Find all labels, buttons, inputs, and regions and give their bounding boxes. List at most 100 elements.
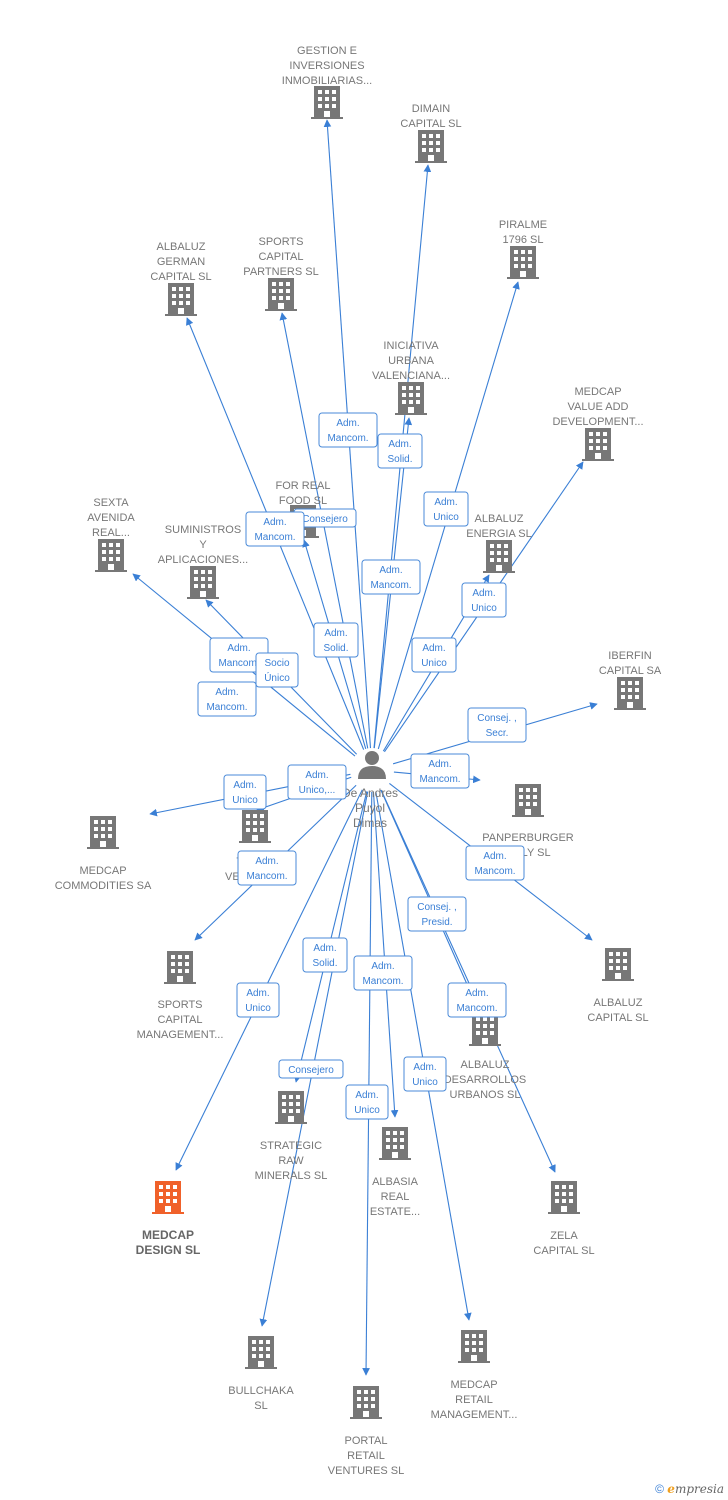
building-icon [239,810,271,843]
role-box [407,896,467,932]
company-label: 1796 SL [503,234,544,246]
role-label: Adm.Mancom. [245,511,305,547]
role-text: Consejero [288,1065,334,1076]
company-label: MANAGEMENT... [431,1409,518,1421]
role-box [423,491,469,527]
role-box [223,774,267,810]
role-text: Adm. [255,856,278,867]
role-text: Mancom. [370,580,411,591]
company-label: STRATEGIC [260,1140,322,1152]
building-icon [95,539,127,572]
company-label: PIRALME [499,219,547,231]
role-label: Adm.Mancom. [465,845,525,881]
role-box [361,559,421,595]
company-node-sports-mgmt[interactable]: SPORTSCAPITALMANAGEMENT... [137,951,224,1041]
role-box [345,1084,389,1120]
role-text: Adm. [413,1062,436,1073]
company-node-iniciativa[interactable]: INICIATIVAURBANAVALENCIANA... [372,340,450,415]
company-node-piralme[interactable]: PIRALME 1796 SL [499,219,547,279]
company-label: MEDCAP [450,1379,497,1391]
role-text: Adm. [422,643,445,654]
company-label: MEDCAP [79,865,126,877]
building-icon [507,246,539,279]
edge-medcap-retail [375,791,472,1321]
company-node-gestion[interactable]: GESTION EINVERSIONESINMOBILIARIAS... [282,45,372,119]
company-node-sexta[interactable]: SEXTAAVENIDAREAL... [87,497,135,572]
company-label: DESARROLLOS [444,1074,527,1086]
role-text: Adm. [465,988,488,999]
company-label: GESTION E [297,45,357,57]
role-text: Solid. [323,643,348,654]
company-label: BULLCHAKA [228,1385,294,1397]
building-icon [512,784,544,817]
role-text: Adm. [227,643,250,654]
company-label: ALBALUZ [157,241,206,253]
role-box [467,707,527,743]
company-label: PANPERBURGER [482,832,574,844]
company-label: ALBALUZ [594,997,643,1009]
edge-bullchaka [259,791,369,1327]
company-label: MINERALS SL [255,1170,328,1182]
role-label: Consej. ,Secr. [467,707,527,743]
role-label: Adm.Unico [411,637,457,673]
role-label: Consej. ,Presid. [407,896,467,932]
company-node-medcap-retail[interactable]: MEDCAPRETAILMANAGEMENT... [431,1330,518,1421]
role-label: Adm.Mancom. [447,982,507,1018]
role-box [403,1056,447,1092]
role-text: Unico,... [299,785,336,796]
company-label: ALBALUZ [461,1059,510,1071]
company-label: URBANA [388,355,435,367]
building-icon [165,283,197,316]
role-text: Unico [433,512,459,523]
company-node-albasia[interactable]: ALBASIAREALESTATE... [370,1127,420,1218]
role-text: Adm. [336,418,359,429]
company-label: ZELA [550,1230,578,1242]
role-text: Mancom. [362,976,403,987]
role-label: Adm.Solid. [377,433,423,469]
building-icon [379,1127,411,1160]
role-text: Adm. [472,588,495,599]
company-label: COMMODITIES SA [55,880,152,892]
role-text: Unico [412,1077,438,1088]
building-icon [187,566,219,599]
role-label: Adm. Unico [403,1056,447,1092]
company-label: PARTNERS SL [243,266,318,278]
company-node-albaluz-capital[interactable]: ALBALUZ CAPITAL SL [587,948,649,1024]
company-label: SPORTS [258,236,303,248]
copyright-footer: © empresia [655,1482,724,1496]
company-label: CAPITAL SL [587,1012,648,1024]
building-icon [265,278,297,311]
building-icon [164,951,196,984]
building-icon [395,382,427,415]
company-label: FOOD SL [279,495,327,507]
company-label: SEXTA [93,497,129,509]
role-text: Adm. [379,565,402,576]
role-label: Adm.Unico [236,982,280,1018]
role-text: Mancom. [218,658,259,669]
role-label: Adm.Mancom. [353,955,413,991]
role-text: Adm. [324,628,347,639]
company-node-suministros[interactable]: SUMINISTROSYAPLICACIONES... [158,524,248,599]
company-label: VALUE ADD [568,401,629,413]
role-text: Mancom. [419,774,460,785]
role-text: Secr. [486,728,509,739]
company-node-medcap-commodities[interactable]: MEDCAP COMMODITIES SA [55,816,152,892]
edge-portal [362,791,373,1376]
building-icon [614,677,646,710]
